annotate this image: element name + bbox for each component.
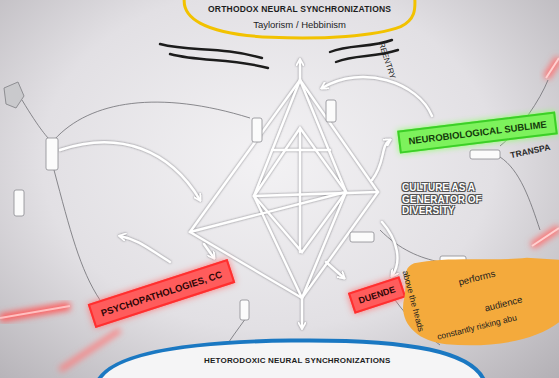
blob-region: above the headsperformsaudienceconstantl… [398,256,559,348]
pink-glow [0,58,559,370]
cut-label: TRANSPA [509,142,551,160]
neon-diamond [60,60,432,328]
ink-curves [160,40,398,68]
node-text: PSYCHOPATHOLOGIES, CC [99,269,223,319]
neon-text: CULTURE AS A GENERATOR OF DIVERSITY [402,182,498,217]
node-text: HETORODOXIC NEURAL SYNCHRONIZATIONS [204,356,486,365]
node-text: ORTHODOX NEURAL SYNCHRONIZATIONS [208,4,391,14]
blob-region: ORTHODOX NEURAL SYNCHRONIZATIONS Tayloris… [182,0,417,39]
foil [4,82,24,108]
node-text: Taylorism / Hebbinism [208,19,391,30]
node-text: NEUROBIOLOGICAL SUBLIME [408,119,547,147]
neon-box: DUENDE [348,276,406,314]
neon-box: PSYCHOPATHOLOGIES, CC [88,259,235,328]
region-outline [398,256,559,348]
blob-region: HETORODOXIC NEURAL SYNCHRONIZATIONS [96,336,486,378]
rotated-label: REENTRY [377,41,397,80]
node-text: DUENDE [357,284,396,305]
